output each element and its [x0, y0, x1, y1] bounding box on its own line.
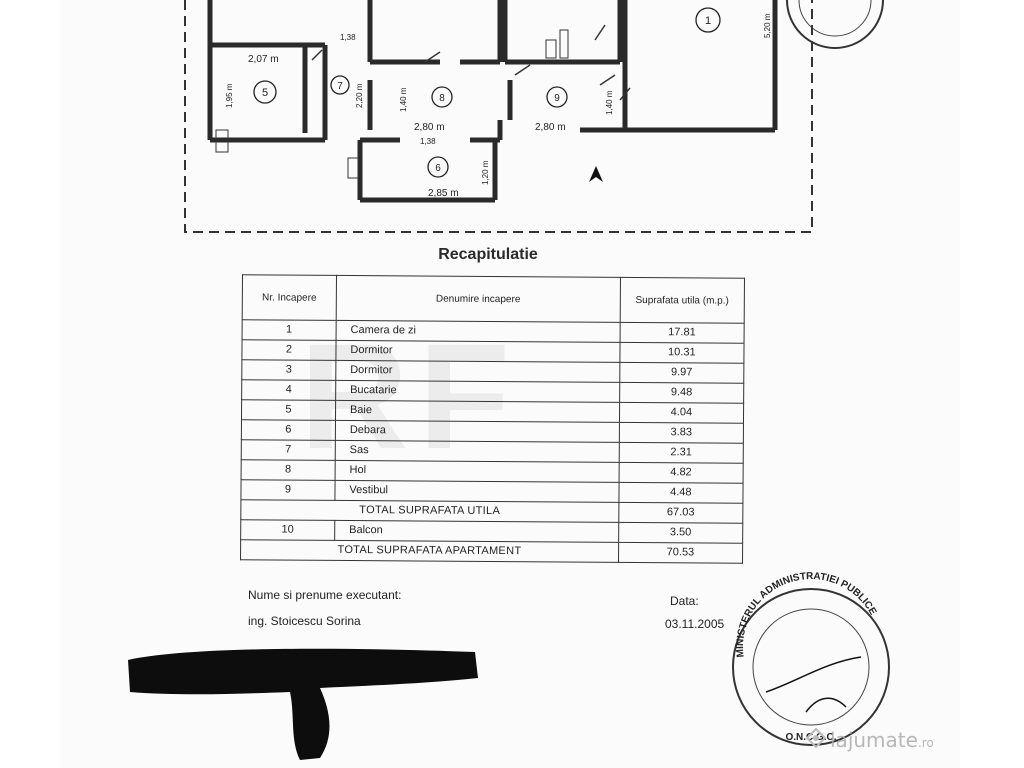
room-label-9: 9	[554, 93, 560, 104]
cell-nr: 1	[242, 319, 337, 341]
cell-area: 4.82	[618, 462, 744, 484]
dimension-label: 2,20 m	[355, 83, 364, 108]
recap-title: Recapitulatie	[438, 246, 538, 263]
cell-nr: 7	[241, 439, 336, 461]
executant-label: Nume si prenume executant:	[248, 588, 402, 602]
svg-text:MINISTERUL ADMINISTRATIEI PUBL: MINISTERUL ADMINISTRATIEI PUBLICE	[735, 572, 879, 658]
dimension-label: 2,85 m	[428, 188, 459, 199]
stamp-bottom-text: O.N.C.G.C.	[785, 732, 836, 743]
cell-nr: 4	[241, 379, 336, 401]
executant-name: ing. Stoicescu Sorina	[248, 614, 361, 628]
official-stamp: MINISTERUL ADMINISTRATIEI PUBLICE O.N.C.…	[732, 572, 890, 746]
cell-nr: 2	[241, 339, 336, 361]
cell-name: Debara	[335, 420, 620, 443]
cell-area: 4.48	[618, 482, 744, 504]
brand-domain: .ro	[917, 736, 934, 750]
total-apartment-area: 70.53	[618, 542, 743, 564]
brand-watermark: lajumate.ro	[830, 728, 934, 752]
lajumate-logo-icon	[805, 727, 827, 749]
header-nr: Nr. Incapere	[242, 274, 337, 321]
floor-plan-drawing: 5 1 7 8 9 6 2,07 m 1,95 m 2,80 m 2,80 m …	[184, 0, 813, 233]
dimension-label: 1,40 m	[399, 87, 408, 112]
watermark: RF	[300, 312, 520, 480]
room-label-1: 1	[705, 15, 711, 27]
total-util-label: TOTAL SUPRAFATA UTILA	[240, 499, 619, 523]
cell-name: Dormitor	[335, 360, 620, 383]
cell-area: 3.83	[619, 422, 744, 444]
dimension-label: 1,38	[340, 33, 356, 42]
cell-nr: 8	[241, 459, 336, 481]
cell-nr: 3	[241, 359, 336, 381]
cell-nr: 6	[241, 419, 336, 441]
cell-area: 9.97	[619, 362, 744, 384]
cell-name: Baie	[335, 400, 620, 423]
table-header-row: Nr. Incapere Denumire incapere Suprafata…	[242, 274, 745, 324]
floor-plan: 5 1 7 8 9 6 2,07 m 1,95 m 2,80 m 2,80 m …	[0, 0, 1024, 245]
cell-area: 17.81	[619, 322, 745, 344]
cell-area: 10.31	[619, 342, 745, 364]
cell-name: Dormitor	[335, 340, 620, 363]
header-area: Suprafata utila (m.p.)	[619, 277, 745, 324]
total-util-area: 67.03	[618, 502, 743, 524]
header-name: Denumire incapere	[336, 275, 621, 323]
recap-table: Nr. Incapere Denumire incapere Suprafata…	[240, 274, 745, 564]
cell-name: Hol	[334, 460, 619, 483]
room-label-6: 6	[435, 163, 441, 174]
dimension-label: 1,95 m	[225, 83, 234, 108]
cell-name: Camera de zi	[335, 320, 620, 343]
cell-name: Vestibul	[334, 480, 619, 503]
stamp-partial	[786, 0, 884, 49]
dimension-label: 2,07 m	[248, 54, 279, 65]
cell-nr: 5	[241, 399, 336, 421]
dimension-label: 1,20 m	[481, 160, 490, 185]
dimension-label: 2,80 m	[535, 122, 566, 133]
total-apartment-label: TOTAL SUPRAFATA APARTAMENT	[240, 539, 619, 563]
room-label-5: 5	[262, 87, 268, 99]
redaction-mark	[128, 648, 478, 760]
cell-name: Balcon	[334, 520, 619, 543]
cell-nr: 9	[240, 479, 335, 501]
cell-name: Sas	[335, 440, 620, 463]
cell-name: Bucatarie	[335, 380, 620, 403]
total-apartment-row: TOTAL SUPRAFATA APARTAMENT 70.53	[240, 539, 743, 564]
date-value: 03.11.2005	[665, 617, 725, 631]
cell-area: 3.50	[618, 522, 743, 544]
brand-name: lajumate	[830, 728, 918, 752]
date-label: Data:	[670, 594, 699, 608]
room-label-7: 7	[337, 81, 343, 92]
dimension-label: 2,80 m	[414, 122, 445, 133]
dimension-label: 5,20 m	[763, 13, 772, 38]
room-label-8: 8	[439, 93, 445, 104]
dimension-label: 1,38	[420, 137, 436, 146]
north-arrow-icon	[589, 166, 603, 182]
cell-nr: 10	[240, 519, 335, 541]
cell-area: 9.48	[619, 382, 744, 404]
dimension-label: 1,40 m	[605, 90, 614, 115]
stamp-ring-text: MINISTERUL ADMINISTRATIEI PUBLICE	[735, 572, 879, 658]
cell-area: 4.04	[619, 402, 744, 424]
cell-area: 2.31	[618, 442, 744, 464]
